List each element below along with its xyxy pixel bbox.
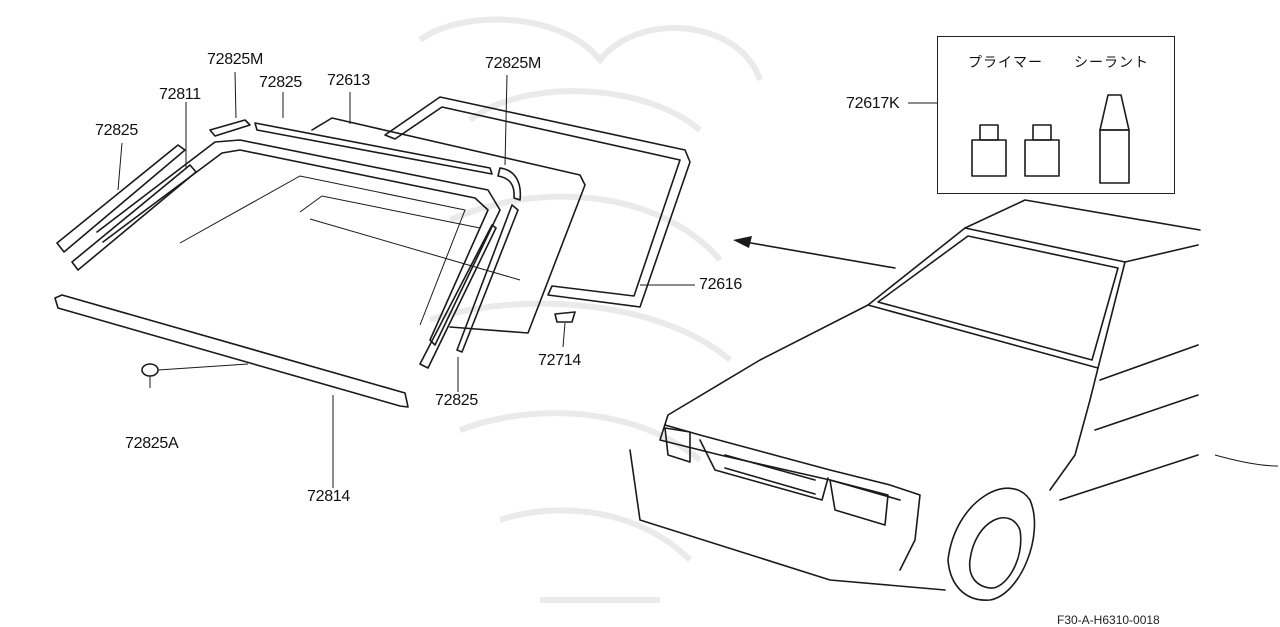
primer-bottle-icon — [971, 124, 1007, 177]
part-label-72617K: 72617K — [846, 95, 900, 112]
moulding-strip-72825-left — [56, 144, 186, 253]
part-label-72714: 72714 — [538, 352, 581, 369]
part-label-72825-bottom: 72825 — [435, 392, 478, 409]
watermark-icon — [418, 16, 763, 603]
sealant-tube-icon — [1099, 94, 1130, 184]
primer-label: プライマー — [968, 54, 1043, 70]
part-label-72825M-a: 72825M — [207, 51, 264, 68]
moulding-72825-side-b — [419, 224, 497, 369]
sealant-kit-box: プライマー シーラント — [937, 36, 1175, 194]
cowl-panel-72814 — [54, 294, 409, 408]
part-label-72616: 72616 — [699, 276, 742, 293]
part-label-72825-top: 72825 — [259, 74, 302, 91]
clip-icon — [141, 363, 249, 388]
part-label-72811: 72811 — [159, 86, 201, 103]
leader-lines — [117, 71, 937, 488]
part-label-72825-left: 72825 — [95, 122, 138, 139]
arrow-icon — [733, 236, 896, 269]
part-label-72814: 72814 — [307, 488, 350, 505]
clip-72714-icon — [554, 311, 576, 348]
reference-code: F30-A-H6310-0018 — [1057, 613, 1160, 627]
moulding-72825-side — [456, 204, 519, 353]
sealant-label: シーラント — [1074, 54, 1149, 70]
moulding-72825-top — [254, 122, 493, 175]
primer-bottle-icon-2 — [1024, 124, 1060, 177]
moulding-72825M-top — [209, 119, 251, 137]
part-label-72613: 72613 — [327, 72, 370, 89]
glass-inner-shading — [179, 175, 521, 326]
part-label-72825A: 72825A — [125, 435, 179, 452]
weatherstrip-72616 — [384, 96, 691, 308]
car-illustration — [629, 199, 1279, 601]
windshield-glass — [311, 117, 586, 334]
moulding-strip-72825-inner — [71, 164, 197, 271]
frame-72811 — [96, 139, 501, 346]
part-label-72825M-b: 72825M — [485, 55, 542, 72]
moulding-72825M-right — [497, 167, 522, 201]
